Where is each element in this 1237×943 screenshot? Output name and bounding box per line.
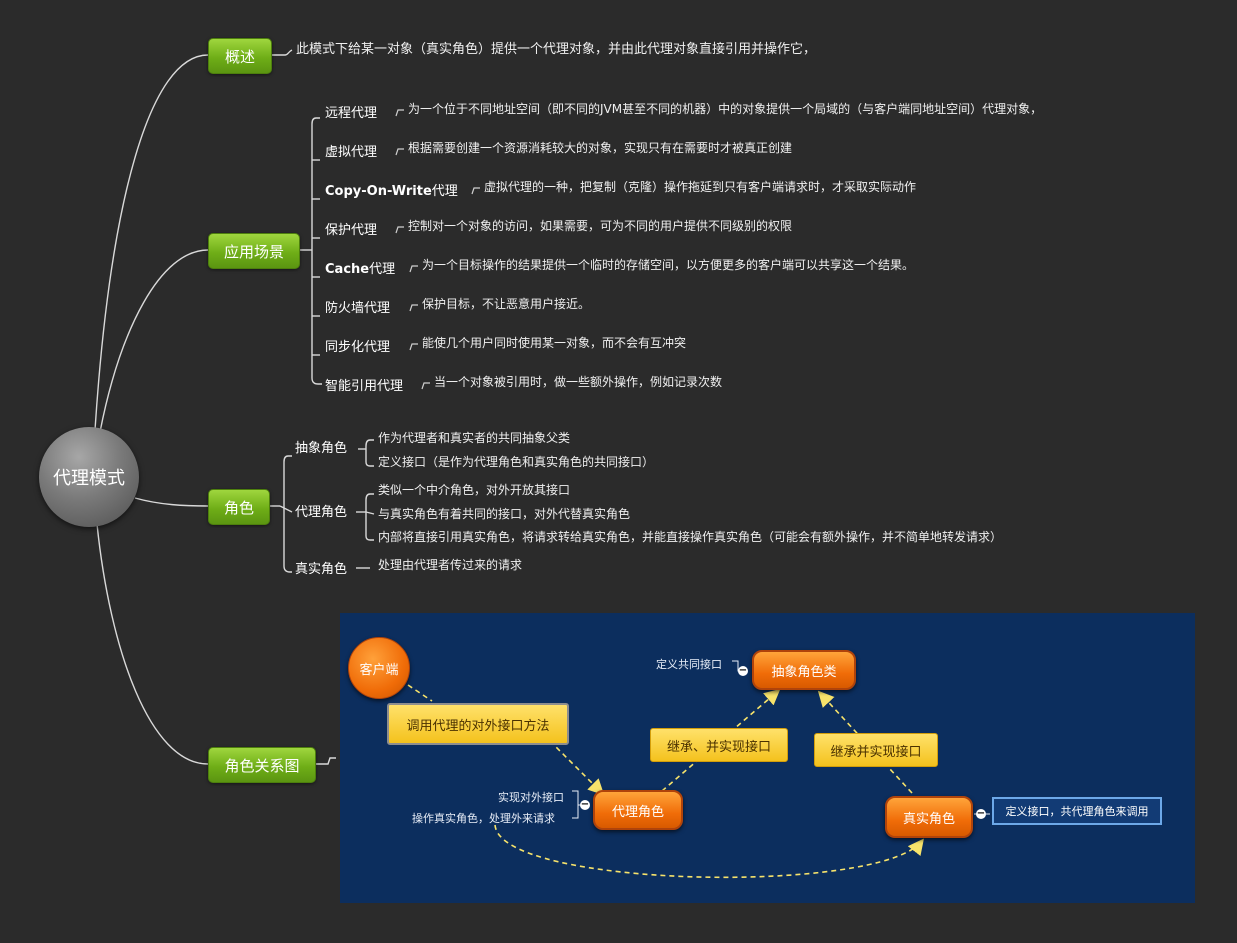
scene-copy-on-write-bold: Copy-On-Write xyxy=(325,184,432,199)
role-proxy[interactable]: 代理角色 xyxy=(295,505,348,520)
branch-roles[interactable]: 角色 xyxy=(208,489,270,525)
role-proxy-item-2: 与真实角色有着共同的接口，对外代替真实角色 xyxy=(378,507,631,521)
scene-protect[interactable]: 保护代理 xyxy=(325,223,378,238)
role-proxy-item-1: 类似一个中介角色，对外开放其接口 xyxy=(378,483,571,497)
scene-remote[interactable]: 远程代理 xyxy=(325,106,378,121)
scene-remote-desc: 为一个位于不同地址空间（即不同的JVM甚至不同的机器）中的对象提供一个局域的（与… xyxy=(408,102,1043,116)
role-proxy-item-3: 内部将直接引用真实角色，将请求转给真实角色，并能直接操作真实角色（可能会有额外操… xyxy=(378,530,1003,544)
scene-cache-bold: Cache xyxy=(325,262,370,277)
branch-relation[interactable]: 角色关系图 xyxy=(208,747,316,783)
scene-virtual-desc: 根据需要创建一个资源消耗较大的对象，实现只有在需要时才被真正创建 xyxy=(408,141,793,155)
scene-cache-desc: 为一个目标操作的结果提供一个临时的存储空间，以方便更多的客户端可以共享这一个结果… xyxy=(422,258,915,272)
role-abstract-item-1: 作为代理者和真实者的共同抽象父类 xyxy=(378,431,571,445)
call-method-box[interactable]: 调用代理的对外接口方法 xyxy=(387,703,569,745)
scene-smart-ref[interactable]: 智能引用代理 xyxy=(325,379,404,394)
proxy-role-node[interactable]: 代理角色 xyxy=(593,790,683,830)
scene-smart-ref-desc: 当一个对象被引用时，做一些额外操作，例如记录次数 xyxy=(434,375,723,389)
branch-scenes[interactable]: 应用场景 xyxy=(208,233,300,269)
relation-diagram: 客户端 调用代理的对外接口方法 抽象角色类 定义共同接口 − 继承、并实现接口 … xyxy=(340,613,1195,903)
scene-cache[interactable]: Cache代理 xyxy=(325,262,395,278)
abstract-note: 定义共同接口 xyxy=(656,658,722,671)
role-abstract-item-2: 定义接口（是作为代理角色和真实角色的共同接口） xyxy=(378,455,655,469)
proxy-note-2: 操作真实角色，处理外来请求 xyxy=(412,812,555,825)
branch-overview[interactable]: 概述 xyxy=(208,38,272,74)
abstract-role-class-node[interactable]: 抽象角色类 xyxy=(752,650,856,690)
scene-protect-desc: 控制对一个对象的访问，如果需要，可为不同的用户提供不同级别的权限 xyxy=(408,219,793,233)
proxy-note-1: 实现对外接口 xyxy=(498,791,564,804)
real-note-box[interactable]: 定义接口，共代理角色来调用 xyxy=(992,797,1162,825)
scene-firewall-desc: 保护目标，不让恶意用户接近。 xyxy=(422,297,591,311)
real-role-node[interactable]: 真实角色 xyxy=(885,796,973,838)
role-real-item-1: 处理由代理者传过来的请求 xyxy=(378,558,523,572)
scene-cache-suffix: 代理 xyxy=(369,262,396,277)
overview-text: 此模式下给某一对象（真实角色）提供一个代理对象，并由此代理对象直接引用并操作它， xyxy=(296,42,817,57)
client-node[interactable]: 客户端 xyxy=(348,637,410,699)
collapse-icon[interactable]: − xyxy=(580,799,590,810)
scene-firewall[interactable]: 防火墙代理 xyxy=(325,301,391,316)
scene-copy-on-write[interactable]: Copy-On-Write代理 xyxy=(325,184,458,200)
inherit-implement-box-2[interactable]: 继承并实现接口 xyxy=(814,733,938,767)
scene-sync-desc: 能使几个用户同时使用某一对象，而不会有互冲突 xyxy=(422,336,687,350)
scene-copy-on-write-desc: 虚拟代理的一种，把复制（克隆）操作拖延到只有客户端请求时，才采取实际动作 xyxy=(484,180,917,194)
inherit-implement-box-1[interactable]: 继承、并实现接口 xyxy=(650,728,788,762)
role-real[interactable]: 真实角色 xyxy=(295,562,348,577)
role-abstract[interactable]: 抽象角色 xyxy=(295,441,348,456)
scene-sync[interactable]: 同步化代理 xyxy=(325,340,391,355)
central-topic[interactable]: 代理模式 xyxy=(39,427,139,527)
collapse-icon[interactable]: − xyxy=(976,808,986,819)
collapse-icon[interactable]: − xyxy=(738,665,748,676)
scene-virtual[interactable]: 虚拟代理 xyxy=(325,145,378,160)
scene-copy-on-write-suffix: 代理 xyxy=(431,184,458,199)
